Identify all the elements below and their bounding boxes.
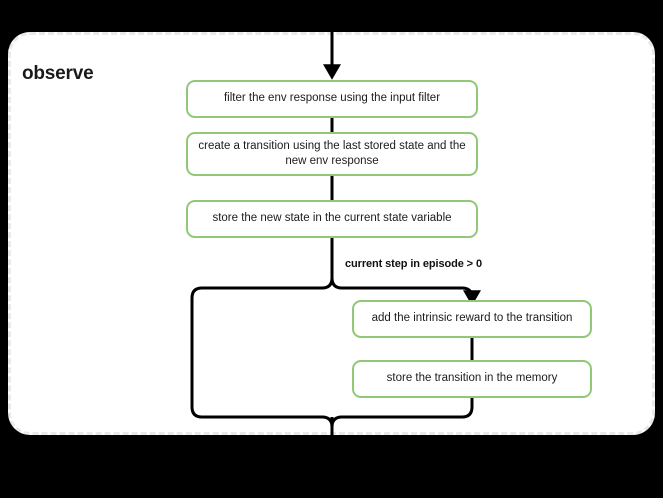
- node-add-intrinsic-reward[interactable]: add the intrinsic reward to the transiti…: [352, 300, 592, 338]
- node-store-new-state[interactable]: store the new state in the current state…: [186, 200, 478, 238]
- node-label: filter the env response using the input …: [223, 92, 441, 105]
- node-filter-env-response[interactable]: filter the env response using the input …: [186, 80, 478, 118]
- node-label: create a transition using the last store…: [198, 139, 466, 167]
- node-store-transition-memory[interactable]: store the transition in the memory: [352, 360, 592, 398]
- node-create-transition[interactable]: create a transition using the last store…: [186, 132, 478, 176]
- group-title-observe: observe: [22, 63, 94, 84]
- node-label: store the new state in the current state…: [212, 212, 452, 225]
- node-label: store the transition in the memory: [386, 372, 558, 385]
- node-label: add the intrinsic reward to the transiti…: [371, 312, 573, 325]
- edge-label-current-step-condition: current step in episode > 0: [345, 258, 482, 270]
